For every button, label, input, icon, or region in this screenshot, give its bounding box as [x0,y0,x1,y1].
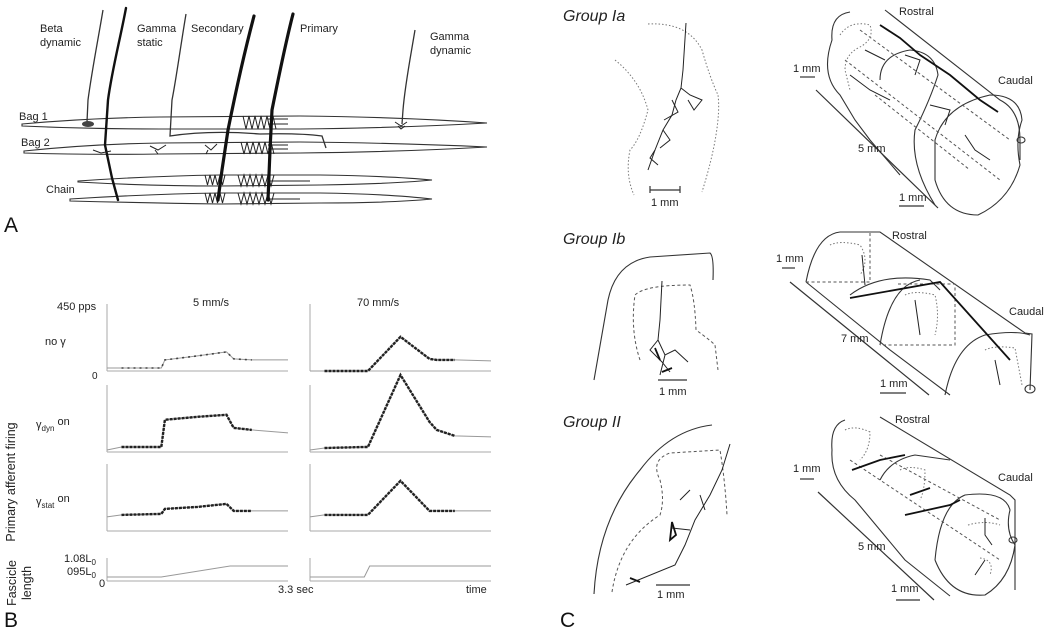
group-ii-scale-label: 1 mm [657,589,685,601]
group-ii-rostral: Rostral [895,414,930,426]
label-gamma-static-line2: static [137,37,163,49]
fascicle-length-line [107,565,288,578]
length-label-line1: Fascicle [5,560,19,606]
chain-fiber-2 [69,192,433,205]
y-axis-label-firing: Primary afferent firing [4,422,18,541]
gamma-dynamic-axon [401,29,416,125]
panel-a: Beta dynamic Gamma static Secondary Prim… [4,6,488,237]
panel-c: Group Ia 1 mm Rostral Caudal 1 mm 5 mm [560,6,1044,632]
label-beta-dynamic-line2: dynamic [40,37,81,49]
gamma-dynamic-endplate [394,121,408,130]
label-primary: Primary [300,23,338,35]
group-ib-rostral: Rostral [892,230,927,242]
y-zero-label: 0 [92,371,98,382]
x-end-label: time [466,584,487,596]
spike-train [324,335,455,373]
group-ia-length-line [815,89,939,209]
row-label-gamma-stat: γstat on [36,493,70,510]
secondary-afferent [216,14,256,202]
panel-b: Primary afferent firing 450 pps 0 5 mm/s… [4,297,492,632]
panel-label-a: A [4,214,18,237]
firing-rate-line [107,351,288,369]
length-label-line2: length [20,566,34,600]
firing-rate-line [310,336,492,372]
fascicle-length-line [310,565,491,578]
group-ii-side-scale: 1 mm [793,463,821,475]
firing-rate-line [106,414,289,451]
spike-train [121,413,252,449]
label-secondary: Secondary [191,23,244,35]
group-ii-length: 5 mm [858,541,886,553]
beta-dynamic-axon [86,9,104,123]
spike-train [324,372,456,450]
panel-label-c: C [560,609,575,632]
column-label-5mms: 5 mm/s [193,297,230,309]
group-ii-3d-cord [831,416,1018,597]
firing-rate-line [309,480,491,518]
group-ia-length: 5 mm [858,143,886,155]
label-gamma-static-line1: Gamma [137,23,177,35]
group-ib-3d-cord [805,231,1036,396]
beta-dynamic-axon-thick [103,6,128,202]
group-ii-length-line [817,491,935,601]
group-ia-rostral: Rostral [899,6,934,18]
chain-fiber-1 [77,174,433,187]
label-bag2: Bag 2 [21,137,50,149]
group-ib-length: 7 mm [841,333,869,345]
gamma-static-endplate-3 [92,149,112,154]
label-beta-dynamic-line1: Beta [40,23,64,35]
group-ib-side-scale: 1 mm [776,253,804,265]
x-zero-label: 0 [99,578,105,590]
group-ia-caudal: Caudal [998,75,1033,87]
group-ia-bottom-scale: 1 mm [899,192,927,204]
gamma-static-endplate-2 [204,143,218,155]
firing-rate-line [309,373,492,451]
label-gamma-dynamic-line2: dynamic [430,45,471,57]
group-ib-caudal: Caudal [1009,306,1044,318]
group-ii-title: Group II [563,414,621,431]
bag1-fiber [21,115,488,130]
group-ib-title: Group Ib [563,231,625,248]
primary-afferent [266,12,295,202]
spike-train [324,479,455,517]
gamma-static-endplate-1 [149,144,167,155]
y-max-label: 450 pps [57,301,97,313]
beta-endplate [82,121,94,127]
x-mid-label: 3.3 sec [278,584,314,596]
panel-label-b: B [4,609,18,632]
label-bag1: Bag 1 [19,111,48,123]
row-label-gamma-dyn: γdyn on [36,416,70,433]
gamma-static-axon [169,13,327,149]
group-ia-scale-label: 1 mm [651,197,679,209]
firing-plots [106,304,492,582]
bag2-fiber [23,141,488,155]
label-gamma-dynamic-line1: Gamma [430,31,470,43]
group-ib-length-line [789,281,930,396]
group-ib-bottom-scale: 1 mm [880,378,908,390]
length-tick-low: 095L0 [67,566,96,580]
group-ia-title: Group Ia [563,8,625,25]
group-ib-scale-label: 1 mm [659,386,687,398]
row-label-no-gamma: no γ [45,336,66,348]
label-chain: Chain [46,184,75,196]
group-ia-cross-section [614,22,720,196]
spike-train [121,502,252,517]
column-label-70mms: 70 mm/s [357,297,400,309]
spike-train [121,351,252,369]
group-ib-cross-section [593,252,719,381]
group-ii-caudal: Caudal [998,472,1033,484]
group-ia-3d-cord [826,9,1026,216]
group-ia-side-scale: 1 mm [793,63,821,75]
length-tick-high: 1.08L0 [64,553,97,567]
group-ii-cross-section [593,424,731,595]
group-ii-bottom-scale: 1 mm [891,583,919,595]
